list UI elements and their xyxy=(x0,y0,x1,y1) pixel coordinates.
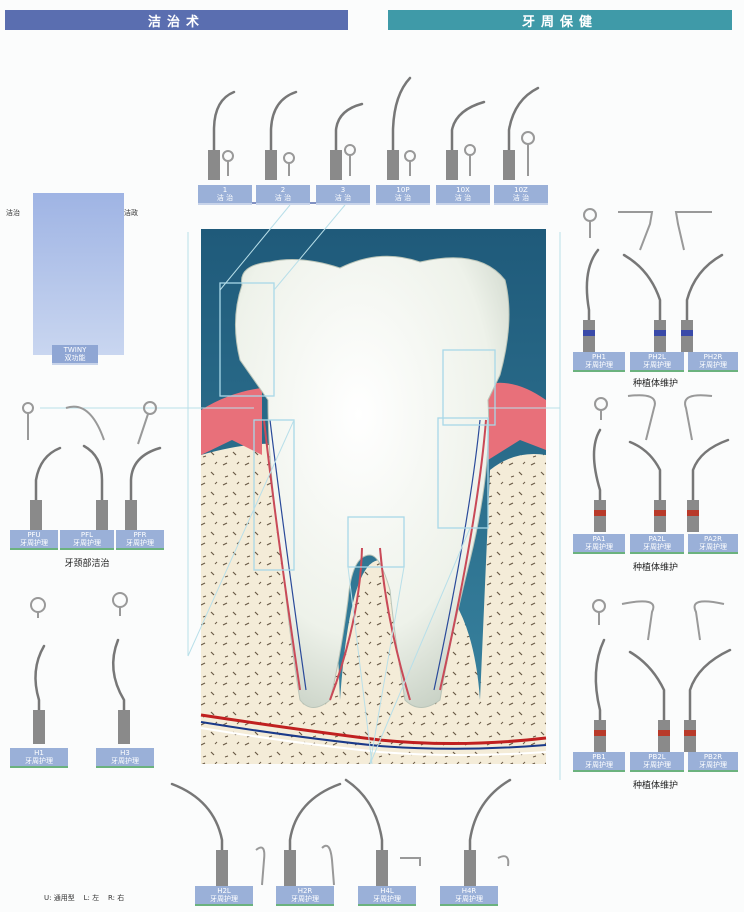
pf-caption: 牙颈部洁治 xyxy=(64,559,110,569)
pb-caption: 种植体维护 xyxy=(632,781,678,791)
twiny-panel xyxy=(33,193,124,355)
ph-caption: 种植体维护 xyxy=(632,379,678,389)
pa-caption: 种植体维护 xyxy=(632,563,678,573)
header-scaling: 洁治术 xyxy=(5,10,348,30)
legend: U: 通用型 L: 左 R: 右 xyxy=(44,894,125,902)
twiny-right-caption: 洁政 xyxy=(124,209,138,217)
twiny-left-caption: 洁治 xyxy=(6,209,20,217)
header-periodontal-care: 牙周保健 xyxy=(388,10,732,30)
